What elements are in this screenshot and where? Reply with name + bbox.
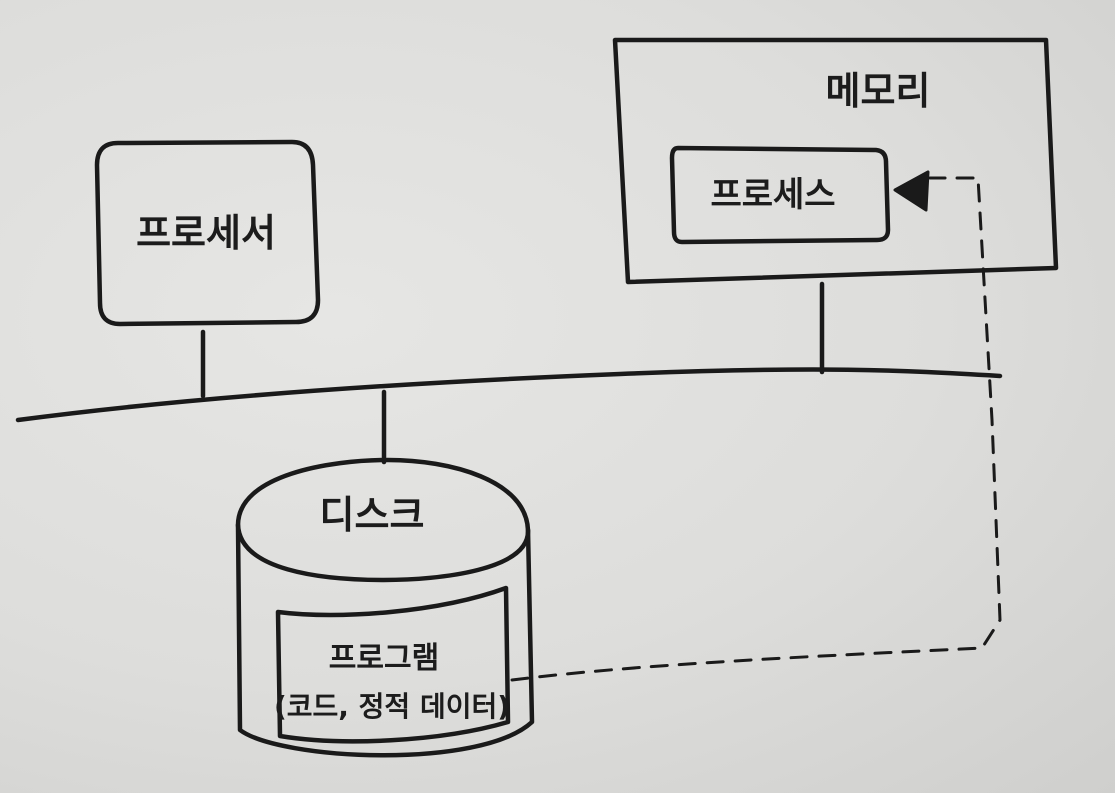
process-box bbox=[669, 145, 891, 245]
memory-label: 메모리 bbox=[826, 69, 931, 113]
disk-cylinder-body bbox=[235, 522, 535, 758]
processor-label: 프로세서 bbox=[136, 211, 276, 255]
program-label: 프로그램 bbox=[329, 641, 439, 676]
program-box bbox=[275, 585, 511, 744]
disk-label: 디스크 bbox=[320, 493, 425, 537]
load-arrow-head-icon bbox=[893, 170, 930, 212]
load-path-dashed-line bbox=[510, 176, 1002, 682]
program-detail-label: (코드, 정적 데이터) bbox=[274, 690, 510, 723]
process-label: 프로세스 bbox=[710, 175, 835, 215]
processor-box bbox=[94, 139, 321, 327]
memory-box bbox=[612, 37, 1059, 285]
system-bus-line bbox=[15, 367, 1003, 423]
